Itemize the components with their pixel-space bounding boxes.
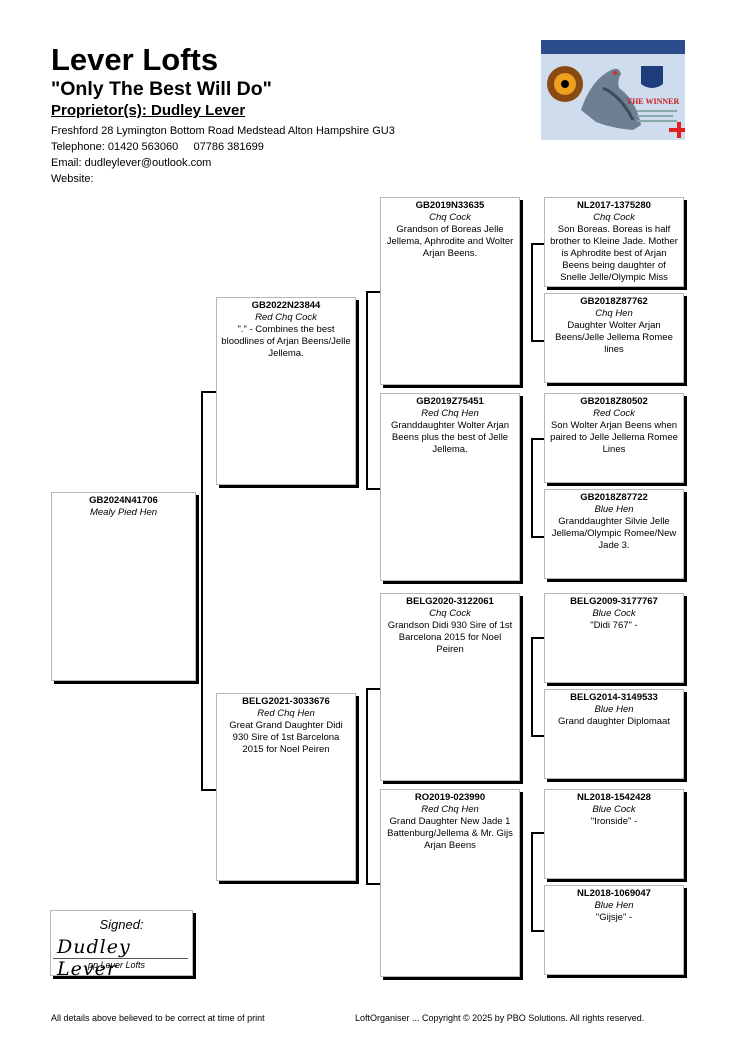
ring-number: GB2018Z87762 <box>580 296 648 307</box>
ring-number: GB2022N23844 <box>251 300 321 311</box>
colour-sex: Blue Hen <box>594 504 634 515</box>
comment: "Didi 767" - <box>590 620 638 631</box>
pigeon-card-dd: RO2019-023990 Red Chq Hen Grand Daughter… <box>380 789 520 977</box>
pigeon-card-sdd: GB2018Z87722 Blue Hen Granddaughter Silv… <box>544 489 684 579</box>
connector-dam-ds <box>366 688 380 690</box>
comment: "." - Combines the best bloodlines of Ar… <box>221 324 351 359</box>
proprietor: Proprietor(s): Dudley Lever <box>51 102 246 119</box>
comment: Son Boreas. Boreas is half brother to Kl… <box>550 224 678 283</box>
colour-sex: Red Cock <box>593 408 635 419</box>
connector-sire-sd <box>366 488 380 490</box>
ring-number: GB2018Z87722 <box>580 492 648 503</box>
comment: Grandson Didi 930 Sire of 1st Barcelona … <box>387 620 513 655</box>
ring-number: GB2024N41706 <box>89 495 158 506</box>
loft-motto: "Only The Best Will Do" <box>51 78 272 100</box>
pigeon-card-ss: GB2019N33635 Chq Cock Grandson of Boreas… <box>380 197 520 385</box>
ring-number: GB2019N33635 <box>415 200 485 211</box>
ring-number: NL2018-1542428 <box>577 792 651 803</box>
comment: Daughter Wolter Arjan Beens/Jelle Jellem… <box>555 320 673 355</box>
connector-gen1-dam <box>201 789 216 791</box>
colour-sex: Red Chq Hen <box>421 804 479 815</box>
connector-ss-ssd <box>531 340 544 342</box>
colour-sex: Blue Hen <box>594 900 634 911</box>
connector-sd-sds <box>531 438 544 440</box>
connector-dam-dd <box>366 883 380 885</box>
connector-ss-sss <box>531 243 544 245</box>
colour-sex: Blue Hen <box>594 704 634 715</box>
colour-sex: Chq Cock <box>429 608 471 619</box>
connector-sd <box>531 439 533 538</box>
connector-ss <box>531 244 533 342</box>
colour-sex: Blue Cock <box>592 608 636 619</box>
colour-sex: Red Chq Cock <box>255 312 317 323</box>
connector-dd-dds <box>531 832 544 834</box>
loft-name: Lever Lofts <box>51 42 219 77</box>
comment: Son Wolter Arjan Beens when paired to Je… <box>550 420 678 455</box>
pigeon-card-dss: BELG2009-3177767 Blue Cock "Didi 767" - <box>544 593 684 683</box>
comment: Granddaughter Wolter Arjan Beens plus th… <box>390 420 510 455</box>
pigeon-card-subject: GB2024N41706 Mealy Pied Hen <box>51 492 196 681</box>
connector-dam <box>366 689 368 885</box>
colour-sex: Blue Cock <box>592 804 636 815</box>
loft-logo-image: THE WINNER <box>541 40 685 140</box>
connector-dd <box>531 833 533 932</box>
comment: Grand Daughter New Jade 1 Battenburg/Jel… <box>387 816 513 851</box>
signature-line <box>53 958 188 959</box>
signature-box: Signed: Dudley Lever pp Lever Lofts <box>50 910 193 980</box>
comment: "Gijsje" - <box>595 912 633 923</box>
pigeon-card-sss: NL2017-1375280 Chq Cock Son Boreas. Bore… <box>544 197 684 287</box>
signature-pp: pp Lever Lofts <box>88 960 146 970</box>
colour-sex: Chq Cock <box>429 212 471 223</box>
ring-number: NL2018-1069047 <box>577 888 651 899</box>
footer-copyright: LoftOrganiser ... Copyright © 2025 by PB… <box>355 1013 645 1023</box>
address: Freshford 28 Lymington Bottom Road Medst… <box>51 125 395 137</box>
pigeon-card-sire: GB2022N23844 Red Chq Cock "." - Combines… <box>216 297 356 485</box>
comment: "Ironside" - <box>590 816 638 827</box>
comment: Great Grand Daughter Didi 930 Sire of 1s… <box>229 720 343 755</box>
pigeon-card-sds: GB2018Z80502 Red Cock Son Wolter Arjan B… <box>544 393 684 483</box>
footer-disclaimer: All details above believed to be correct… <box>51 1013 265 1023</box>
connector-sd-sdd <box>531 536 544 538</box>
ring-number: BELG2009-3177767 <box>570 596 658 607</box>
signature-name: Dudley Lever <box>57 936 131 980</box>
ring-number: GB2018Z80502 <box>580 396 648 407</box>
colour-sex: Mealy Pied Hen <box>89 507 158 518</box>
pigeon-card-ddd: NL2018-1069047 Blue Hen "Gijsje" - <box>544 885 684 975</box>
ring-number: NL2017-1375280 <box>577 200 651 211</box>
ring-number: BELG2014-3149533 <box>570 692 658 703</box>
pigeon-card-sd: GB2019Z75451 Red Chq Hen Granddaughter W… <box>380 393 520 581</box>
connector-ds-dsd <box>531 735 544 737</box>
pigeon-card-dam: BELG2021-3033676 Red Chq Hen Great Grand… <box>216 693 356 881</box>
comment: Grandson of Boreas Jelle Jellema, Aphrod… <box>386 224 514 259</box>
colour-sex: Red Chq Hen <box>421 408 479 419</box>
telephone: Telephone: 01420 563060 07786 381699 <box>51 141 264 153</box>
signed-label: Signed: <box>99 917 144 932</box>
connector-sire <box>366 292 368 490</box>
connector-ds <box>531 638 533 737</box>
website: Website: <box>51 173 94 185</box>
connector-gen1-sire <box>201 391 216 393</box>
colour-sex: Chq Cock <box>593 212 635 223</box>
connector-gen1 <box>201 392 203 791</box>
pigeon-card-ds: BELG2020-3122061 Chq Cock Grandson Didi … <box>380 593 520 781</box>
colour-sex: Red Chq Hen <box>257 708 315 719</box>
email: Email: dudleylever@outlook.com <box>51 157 212 169</box>
ring-number: GB2019Z75451 <box>416 396 484 407</box>
pigeon-card-dsd: BELG2014-3149533 Blue Hen Grand daughter… <box>544 689 684 779</box>
colour-sex: Chq Hen <box>595 308 633 319</box>
comment: Granddaughter Silvie Jelle Jellema/Olymp… <box>551 516 677 551</box>
connector-ds-dss <box>531 637 544 639</box>
ring-number: BELG2021-3033676 <box>242 696 330 707</box>
pigeon-card-dds: NL2018-1542428 Blue Cock "Ironside" - <box>544 789 684 879</box>
comment: Grand daughter Diplomaat <box>558 716 670 727</box>
pigeon-card-ssd: GB2018Z87762 Chq Hen Daughter Wolter Arj… <box>544 293 684 383</box>
ring-number: RO2019-023990 <box>414 792 486 803</box>
connector-sire-ss <box>366 291 380 293</box>
logo-text: THE WINNER <box>627 97 680 106</box>
ring-number: BELG2020-3122061 <box>406 596 494 607</box>
connector-dd-ddd <box>531 930 544 932</box>
